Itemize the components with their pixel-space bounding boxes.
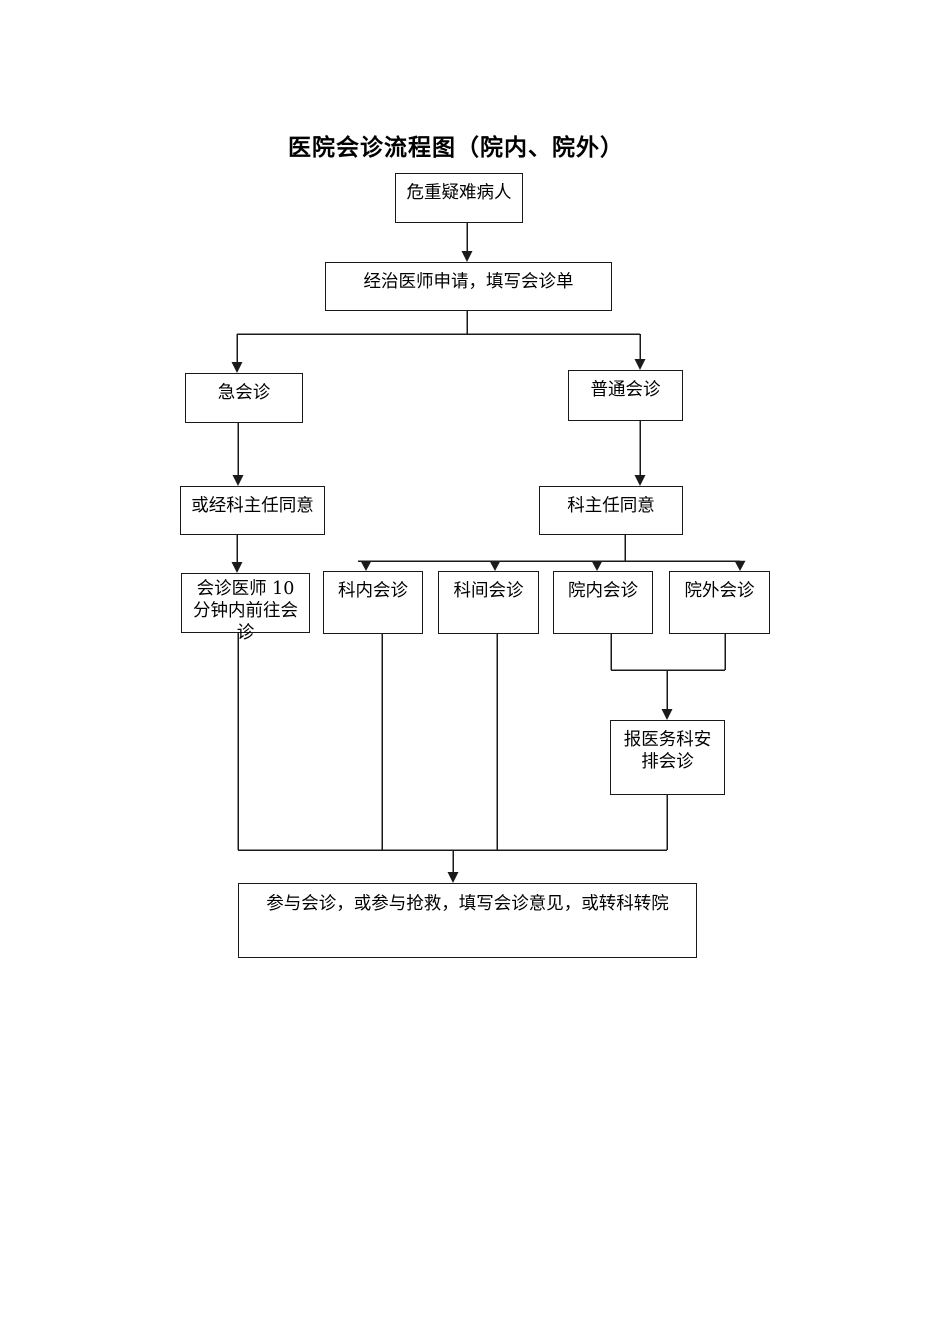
node-dept-head-agree: 科主任同意 bbox=[539, 486, 683, 535]
node-doctor-10min: 会诊医师 10 分钟内前往会 诊 bbox=[181, 573, 310, 643]
page-title: 医院会诊流程图（院内、院外） bbox=[288, 134, 624, 161]
connector-urgent-depthead bbox=[232, 423, 244, 486]
node-apply: 经治医师申请，填写会诊单 bbox=[325, 262, 612, 311]
node-intra-hospital-consultation: 院内会诊 bbox=[553, 571, 653, 634]
connector-depthead-branch bbox=[358, 535, 746, 571]
node-intra-dept-consultation: 科内会诊 bbox=[323, 571, 423, 634]
node-urgent-consultation: 急会诊 bbox=[185, 373, 303, 423]
connector-final-merge bbox=[237, 633, 668, 883]
connector-depthead-doctor bbox=[231, 535, 243, 573]
node-extra-hospital-consultation: 院外会诊 bbox=[669, 571, 770, 634]
node-inter-dept-consultation: 科间会诊 bbox=[438, 571, 539, 634]
node-start: 危重疑难病人 bbox=[395, 173, 523, 223]
node-medical-affairs: 报医务科安 排会诊 bbox=[610, 720, 725, 795]
node-normal-consultation: 普通会诊 bbox=[568, 370, 683, 421]
node-dept-head-or-agree: 或经科主任同意 bbox=[180, 486, 325, 535]
connector-hospital-merge bbox=[610, 634, 726, 720]
connector-normal-depthead bbox=[634, 421, 646, 486]
connector-start-apply bbox=[461, 223, 473, 262]
connector-apply-branch bbox=[231, 311, 646, 373]
node-final: 参与会诊，或参与抢救，填写会诊意见，或转科转院 bbox=[238, 883, 697, 958]
